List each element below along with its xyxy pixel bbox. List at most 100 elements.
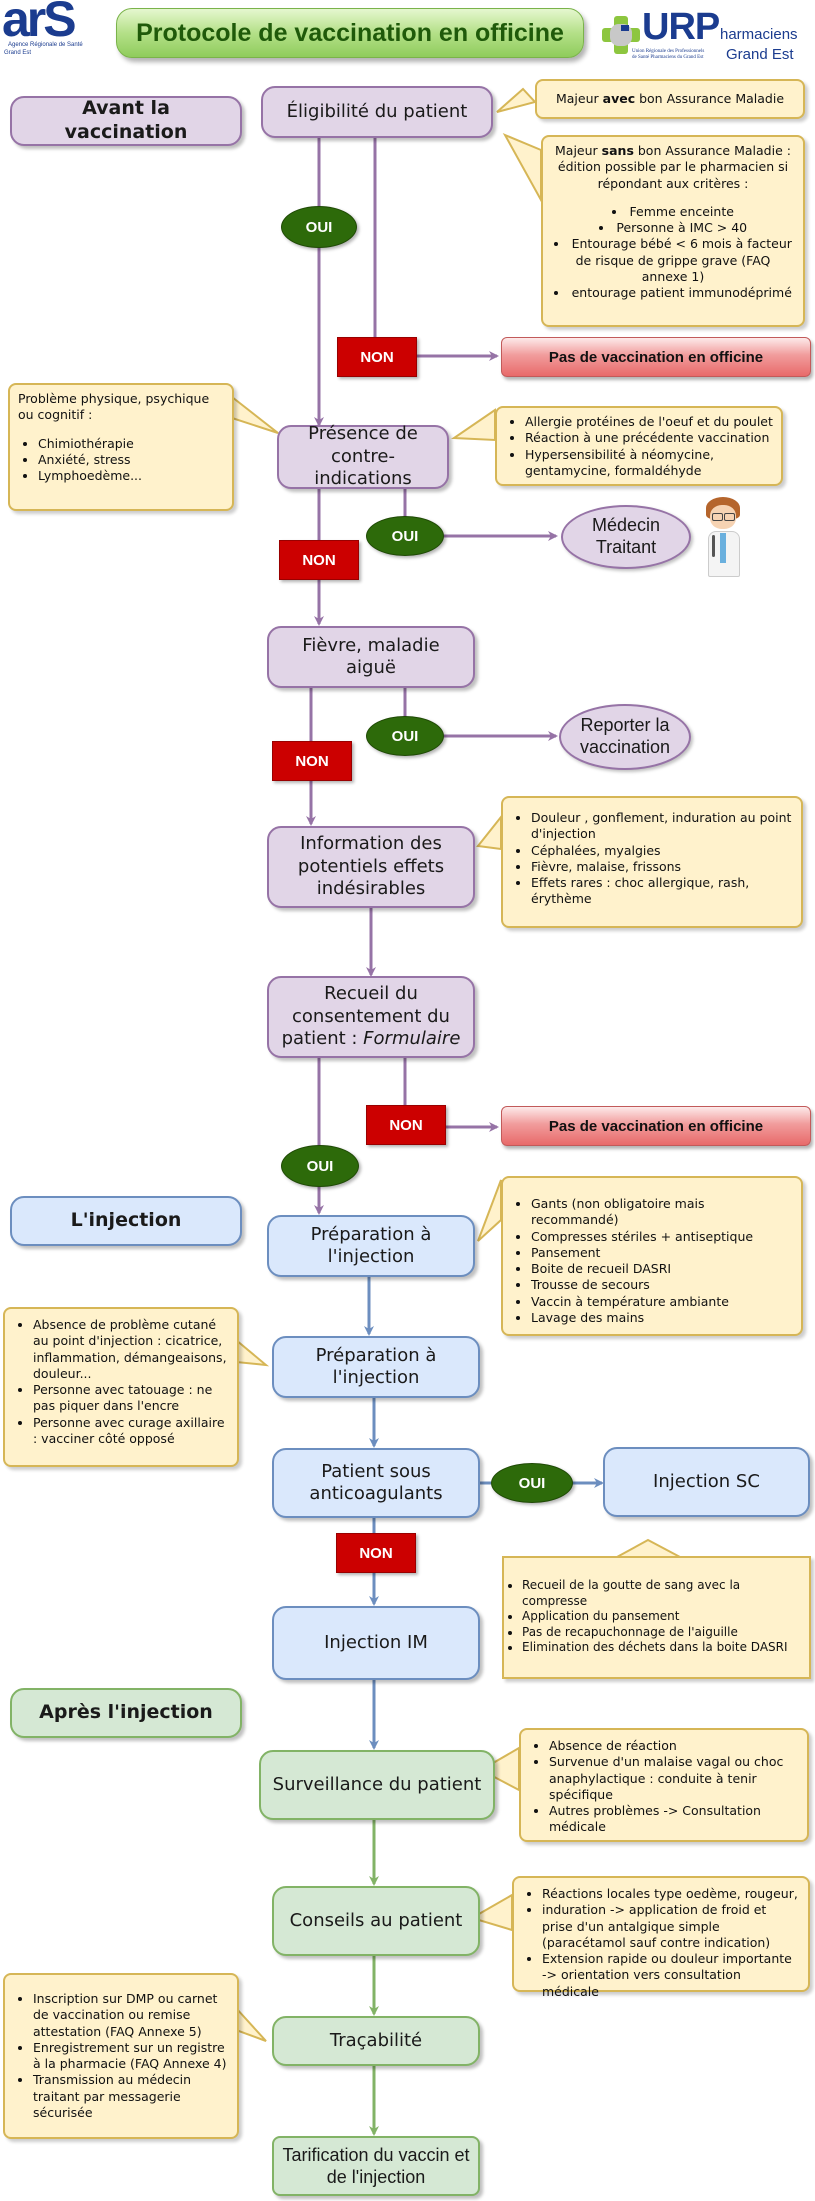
node-injection-sc[interactable]: Injection SC [603,1447,810,1517]
callout-intro: Majeur sans bon Assurance Maladie : édit… [555,143,791,191]
node-monitoring[interactable]: Surveillance du patient [259,1750,495,1820]
list-item: Compresses stériles + antiseptique [531,1229,793,1245]
node-contraindications[interactable]: Présence de contre-indications [277,423,449,490]
callout-monitoring: Absence de réaction Survenue d'un malais… [519,1728,809,1842]
list-item: Pas de recapuchonnage de l'aiguille [522,1625,803,1641]
section-label: L'injection [70,1209,182,1232]
callout-advice: Réactions locales type oedème, rougeur, … [512,1876,810,1999]
urps-logo-word: harmaciens [720,26,798,43]
ars-logo: arS Agence Régionale de Santé Grand Est [2,0,102,60]
list-item: Vaccin à température ambiante [531,1294,793,1310]
doctor-illustration-icon [702,497,746,577]
pharmacy-cross-icon [602,16,640,54]
list-item: Inscription sur DMP ou carnet de vaccina… [33,1991,229,2040]
badge-label: NON [295,752,329,770]
criteria-list: Femme enceinte Personne à IMC > 40 Entou… [551,204,795,302]
section-before-vaccination: Avant la vaccination [10,96,242,146]
callout-after-injection: Recueil de la goutte de sang avec la com… [502,1556,811,1679]
node-doctor[interactable]: Médecin Traitant [561,505,691,569]
section-injection: L'injection [10,1196,242,1246]
list-item: Femme enceinte [551,204,795,220]
list-item: Gants (non obligatoire mais recommandé) [531,1196,793,1229]
callout-prep-material: Gants (non obligatoire mais recommandé) … [501,1176,803,1336]
section-label: Après l'injection [39,1701,213,1724]
node-label: Surveillance du patient [272,1773,482,1795]
list-item: Réactions locales type oedème, rougeur, [542,1886,800,1902]
list-item: Personne avec curage axillaire : vaccine… [33,1415,229,1448]
after-injection-list: Recueil de la goutte de sang avec la com… [508,1578,803,1656]
badge-label: OUI [518,1474,546,1492]
urps-logo-sub2: de Santé Pharmaciens du Grand Est [632,55,704,60]
list-item: Chimiothérapie [38,436,224,452]
list-item: Hypersensibilité à néomycine, gentamycin… [525,447,773,480]
node-prep-2[interactable]: Préparation à l'injection [272,1336,480,1398]
advice-list: Réactions locales type oedème, rougeur, … [522,1886,800,2000]
node-label: Pas de vaccination en officine [548,1117,764,1135]
node-advice[interactable]: Conseils au patient [272,1886,480,1956]
list-item: Absence de problème cutané au point d'in… [33,1317,229,1382]
urps-logo-mark: URP [642,6,720,48]
list-item: Personne à IMC > 40 [551,220,795,236]
badge-yes-eligibility: OUI [281,206,357,248]
list-item: Autres problèmes -> Consultation médical… [549,1803,799,1836]
node-anticoagulants[interactable]: Patient sous anticoagulants [272,1448,480,1518]
node-billing[interactable]: Tarification du vaccin et de l'injection [272,2136,480,2196]
badge-yes-anticoag: OUI [491,1463,573,1503]
badge-no-fever: NON [272,741,352,781]
page-title: Protocole de vaccination en officine [116,8,584,58]
node-fever[interactable]: Fièvre, maladie aiguë [267,626,475,688]
node-prep-1[interactable]: Préparation à l'injection [267,1215,475,1277]
list-item: Anxiété, stress [38,452,224,468]
tail-after-injection [616,1538,681,1558]
node-label: Conseils au patient [289,1909,463,1931]
badge-yes-consent: OUI [281,1145,359,1187]
node-label: Fièvre, maladie aiguë [302,634,440,679]
node-side-effects[interactable]: Information des potentiels effets indési… [267,826,475,908]
list-item: Entourage bébé < 6 mois à facteur de ris… [551,236,795,285]
list-item: Enregistrement sur un registre à la phar… [33,2040,229,2073]
urps-logo-sub1: Union Régionale des Professionnels [632,49,705,54]
node-label: Traçabilité [329,2029,423,2051]
tail-eligible-with [496,87,537,113]
node-eligibility[interactable]: Éligibilité du patient [261,86,493,138]
contra-list: Allergie protéines de l'oeuf et du poule… [505,414,773,479]
callout-contra-left: Problème physique, psychique ou cognitif… [8,383,234,511]
node-injection-im[interactable]: Injection IM [272,1606,480,1680]
tail-contra-left [231,394,279,434]
node-label: Information des potentiels effets indési… [297,833,445,900]
tail-side-effects [476,814,502,851]
node-label: Recueil du consentement du patient : For… [281,983,461,1050]
node-label: Médecin Traitant [591,515,661,557]
tail-traceability [235,2005,267,2042]
callout-contra-right: Allergie protéines de l'oeuf et du poule… [495,406,783,486]
badge-no-contra: NON [279,540,359,580]
badge-label: NON [359,1544,393,1562]
callout-eligible-without: Majeur sans bon Assurance Maladie : édit… [541,135,805,327]
traceability-list: Inscription sur DMP ou carnet de vaccina… [13,1991,229,2121]
node-traceability[interactable]: Traçabilité [272,2016,480,2066]
tail-eligible-without [502,132,542,204]
node-label: Présence de contre-indications [308,423,418,490]
node-postpone[interactable]: Reporter la vaccination [559,704,691,770]
node-label: Reporter la vaccination [579,715,671,757]
callout-prep-site: Absence de problème cutané au point d'in… [3,1307,239,1467]
section-label: Avant la vaccination [64,97,188,143]
material-list: Gants (non obligatoire mais recommandé) … [511,1196,793,1326]
list-item: Réaction à une précédente vaccination [525,430,773,446]
badge-label: NON [360,348,394,366]
ars-logo-line2: Grand Est [4,50,32,56]
list-item: Pansement [531,1245,793,1261]
node-consent[interactable]: Recueil du consentement du patient : For… [267,976,475,1058]
callout-eligible-with: Majeur avec bon Assurance Maladie [535,79,805,119]
node-label: Patient sous anticoagulants [309,1460,443,1505]
urps-logo: URP harmaciens Union Régionale des Profe… [596,4,815,66]
list-item: Application du pansement [522,1609,803,1625]
node-label: Préparation à l'injection [310,1223,432,1268]
node-no-vaccination-2: Pas de vaccination en officine [501,1106,811,1146]
tail-prep-site [235,1337,270,1367]
badge-label: OUI [306,1157,334,1175]
ars-logo-line1: Agence Régionale de Santé [8,42,83,48]
callout-side-effects: Douleur , gonflement, induration au poin… [501,796,803,928]
node-label: Éligibilité du patient [286,100,468,122]
